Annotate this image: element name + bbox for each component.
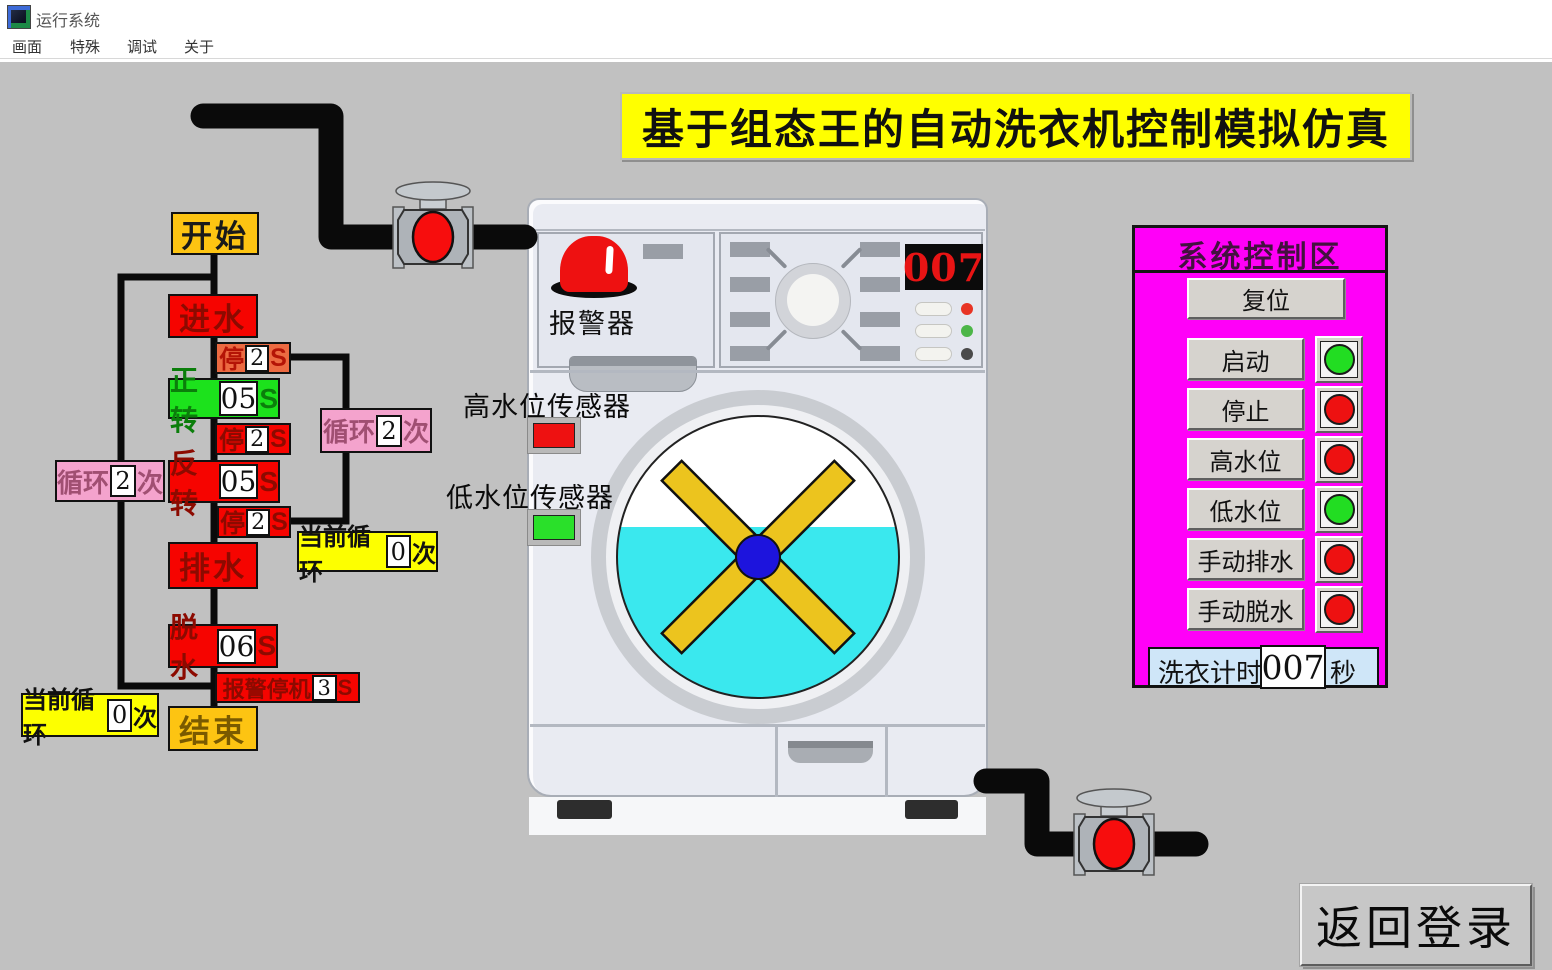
manual-drain-button[interactable]: 手动排水 — [1187, 538, 1304, 580]
flow-fill-water: 进水 — [168, 294, 258, 338]
program-knob[interactable] — [775, 263, 851, 339]
machine-foot-left — [557, 800, 612, 819]
stop-lamp — [1315, 386, 1363, 433]
wash-timer-label: 洗衣计时 — [1158, 658, 1263, 688]
start-button[interactable]: 启动 — [1187, 338, 1304, 380]
alarm-lamp-icon — [560, 236, 628, 292]
flow-spin: 脱水 06 S — [168, 612, 278, 683]
spin-value: 06 — [216, 628, 257, 664]
page-title: 基于组态王的自动洗衣机控制模拟仿真 — [620, 92, 1412, 160]
alarm-stop-value: 3 — [311, 674, 337, 701]
start-lamp — [1315, 336, 1363, 383]
loop-value-left: 2 — [110, 465, 136, 497]
title-bar: 运行系统 — [0, 0, 1552, 32]
alarm-label: 报警器 — [549, 309, 636, 339]
wash-timer-unit: 秒 — [1330, 658, 1357, 688]
low-water-lamp — [1315, 486, 1363, 533]
loop-value-right: 2 — [376, 414, 402, 447]
option-button-3[interactable] — [915, 347, 952, 361]
flow-pause-1: 停 2 S — [215, 342, 291, 374]
high-water-lamp-light — [1323, 444, 1355, 475]
manual-spin-lamp — [1315, 586, 1363, 633]
timer-display: 007 — [902, 244, 986, 290]
low-water-lamp-light — [1323, 494, 1355, 525]
wash-timer-value: 007 — [1260, 645, 1326, 689]
machine-door — [591, 390, 925, 724]
start-lamp-light — [1323, 344, 1355, 375]
high-water-lamp — [1315, 436, 1363, 483]
program-panel: 007 — [719, 232, 986, 368]
washing-machine: 报警器 007 — [527, 198, 988, 835]
indicator-dot-gray — [961, 348, 973, 360]
panel-slot — [643, 244, 683, 259]
high-water-sensor-light — [533, 423, 575, 448]
manual-drain-lamp-light — [1323, 544, 1355, 575]
back-to-login-button[interactable]: 返回登录 — [1299, 883, 1533, 967]
wash-timer: 洗衣计时 007 秒 — [1148, 645, 1379, 689]
indicator-dot-green — [961, 325, 973, 337]
low-water-sensor-label: 低水位传感器 — [446, 483, 614, 513]
low-water-button[interactable]: 低水位 — [1187, 488, 1304, 530]
pause3-value: 2 — [246, 508, 271, 536]
reverse-value: 05 — [218, 464, 259, 499]
app-icon — [7, 5, 31, 29]
detergent-drawer — [569, 356, 697, 392]
manual-drain-lamp — [1315, 536, 1363, 583]
loop-setpoint-right: 循环 2 次 — [320, 408, 432, 453]
drum-hub — [735, 534, 781, 580]
alarm-panel: 报警器 — [537, 232, 715, 392]
reset-button[interactable]: 复位 — [1187, 278, 1345, 319]
control-panel-title: 系统控制区 — [1177, 241, 1343, 274]
pause2-value: 2 — [245, 425, 270, 453]
stop-lamp-light — [1323, 394, 1355, 425]
current-loop-value-left: 0 — [107, 698, 132, 732]
menu-item-debug[interactable]: 调试 — [127, 39, 158, 56]
pause1-value: 2 — [245, 344, 270, 372]
current-loop-left: 当前循环 0 次 — [21, 687, 159, 749]
high-water-button[interactable]: 高水位 — [1187, 438, 1304, 480]
window-title: 运行系统 — [36, 13, 101, 30]
flow-reverse-rotate: 反转 05 S — [168, 447, 280, 519]
stop-button[interactable]: 停止 — [1187, 388, 1304, 430]
high-water-sensor — [527, 417, 581, 454]
flow-end: 结束 — [168, 706, 258, 751]
flow-pause-3: 停 2 S — [217, 506, 291, 538]
menu-item-special[interactable]: 特殊 — [70, 39, 101, 56]
low-water-sensor — [527, 509, 581, 546]
menu-item-screen[interactable]: 画面 — [12, 39, 43, 56]
manual-spin-lamp-light — [1323, 594, 1355, 625]
option-button-1[interactable] — [915, 302, 952, 316]
current-loop-right: 当前循环 0 次 — [297, 523, 438, 586]
flow-pause-2: 停 2 S — [215, 423, 291, 455]
forward-value: 05 — [218, 381, 259, 416]
flow-drain: 排水 — [168, 542, 258, 589]
flow-start: 开始 — [171, 212, 259, 255]
machine-foot-right — [905, 800, 958, 819]
flow-forward-rotate: 正转 05 S — [168, 364, 280, 436]
option-button-2[interactable] — [915, 324, 952, 338]
current-loop-value-right: 0 — [385, 535, 411, 568]
low-water-sensor-light — [533, 515, 575, 540]
system-control-panel: 系统控制区 复位 启动 停止 高水位 低水位 手动排水 手动脱水 洗衣计时 00… — [1132, 225, 1388, 689]
loop-setpoint-left: 循环 2 次 — [55, 460, 165, 502]
kick-drawer-handle — [788, 741, 873, 763]
menu-item-about[interactable]: 关于 — [184, 39, 215, 56]
indicator-dot-red — [961, 303, 973, 315]
flow-alarm-stop: 报警停机 3 S — [215, 672, 360, 703]
menu-bar: 画面 特殊 调试 关于 — [0, 32, 1552, 59]
manual-spin-button[interactable]: 手动脱水 — [1187, 588, 1304, 630]
